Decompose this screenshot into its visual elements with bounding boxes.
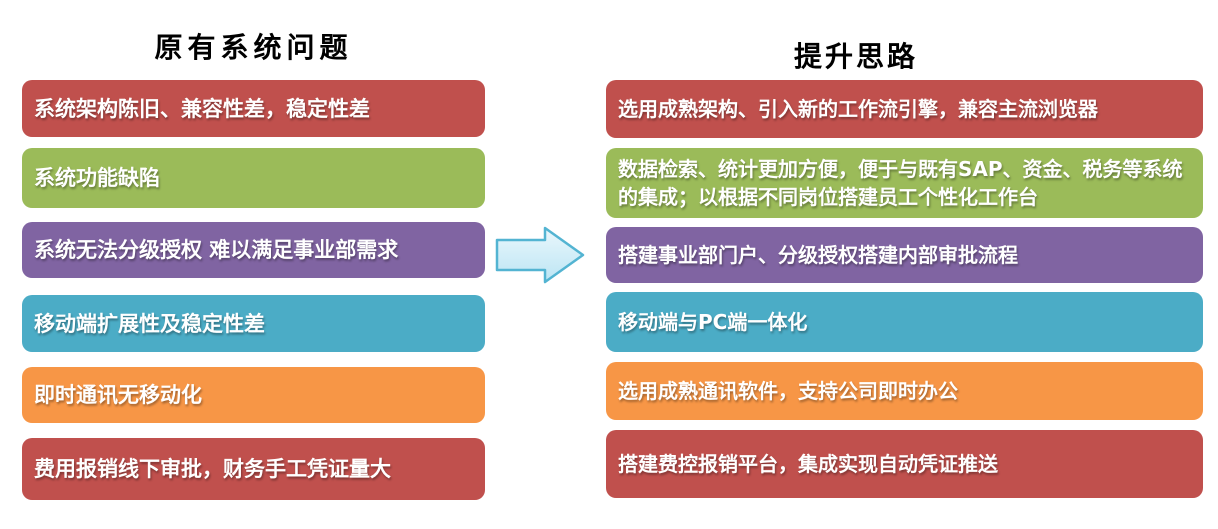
problem-bar-label: 即时通讯无移动化 bbox=[34, 383, 202, 407]
solution-bar-label: 搭建事业部门户、分级授权搭建内部审批流程 bbox=[618, 243, 1018, 267]
problem-bar: 即时通讯无移动化 bbox=[22, 367, 485, 423]
problem-bar: 系统功能缺陷 bbox=[22, 148, 485, 208]
problems-title: 原有系统问题 bbox=[154, 31, 353, 64]
problem-bar-label: 系统功能缺陷 bbox=[34, 166, 160, 190]
problem-bar: 费用报销线下审批，财务手工凭证量大 bbox=[22, 438, 485, 500]
solution-bar: 移动端与PC端一体化 bbox=[606, 292, 1203, 352]
problem-bar-label: 系统无法分级授权 难以满足事业部需求 bbox=[34, 238, 399, 262]
solution-bar: 搭建费控报销平台，集成实现自动凭证推送 bbox=[606, 430, 1203, 498]
problem-bar-label: 费用报销线下审批，财务手工凭证量大 bbox=[34, 457, 391, 481]
flow-arrow-icon bbox=[494, 224, 586, 286]
solution-bar-label: 移动端与PC端一体化 bbox=[618, 310, 808, 334]
solution-bar: 选用成熟通讯软件，支持公司即时办公 bbox=[606, 362, 1203, 420]
problem-bar-label: 系统架构陈旧、兼容性差，稳定性差 bbox=[34, 96, 370, 121]
solution-bar-label: 选用成熟架构、引入新的工作流引擎，兼容主流浏览器 bbox=[618, 97, 1098, 121]
problems-column: 系统架构陈旧、兼容性差，稳定性差 系统功能缺陷 系统无法分级授权 难以满足事业部… bbox=[22, 80, 485, 500]
problem-bar-label: 移动端扩展性及稳定性差 bbox=[34, 311, 265, 336]
solutions-column: 选用成熟架构、引入新的工作流引擎，兼容主流浏览器 数据检索、统计更加方便，便于与… bbox=[606, 80, 1203, 498]
solution-bar-label: 搭建费控报销平台，集成实现自动凭证推送 bbox=[618, 452, 998, 476]
solution-bar: 数据检索、统计更加方便，便于与既有SAP、资金、税务等系统 的集成；以根据不同岗… bbox=[606, 148, 1203, 218]
problem-bar: 系统架构陈旧、兼容性差，稳定性差 bbox=[22, 80, 485, 137]
solution-bar-label: 数据检索、统计更加方便，便于与既有SAP、资金、税务等系统 的集成；以根据不同岗… bbox=[618, 157, 1183, 209]
problem-bar: 移动端扩展性及稳定性差 bbox=[22, 295, 485, 352]
solution-bar: 搭建事业部门户、分级授权搭建内部审批流程 bbox=[606, 227, 1203, 283]
solution-bar-label: 选用成熟通讯软件，支持公司即时办公 bbox=[618, 379, 958, 403]
problem-bar: 系统无法分级授权 难以满足事业部需求 bbox=[22, 222, 485, 278]
solution-bar: 选用成熟架构、引入新的工作流引擎，兼容主流浏览器 bbox=[606, 80, 1203, 138]
solutions-title: 提升思路 bbox=[793, 40, 918, 73]
